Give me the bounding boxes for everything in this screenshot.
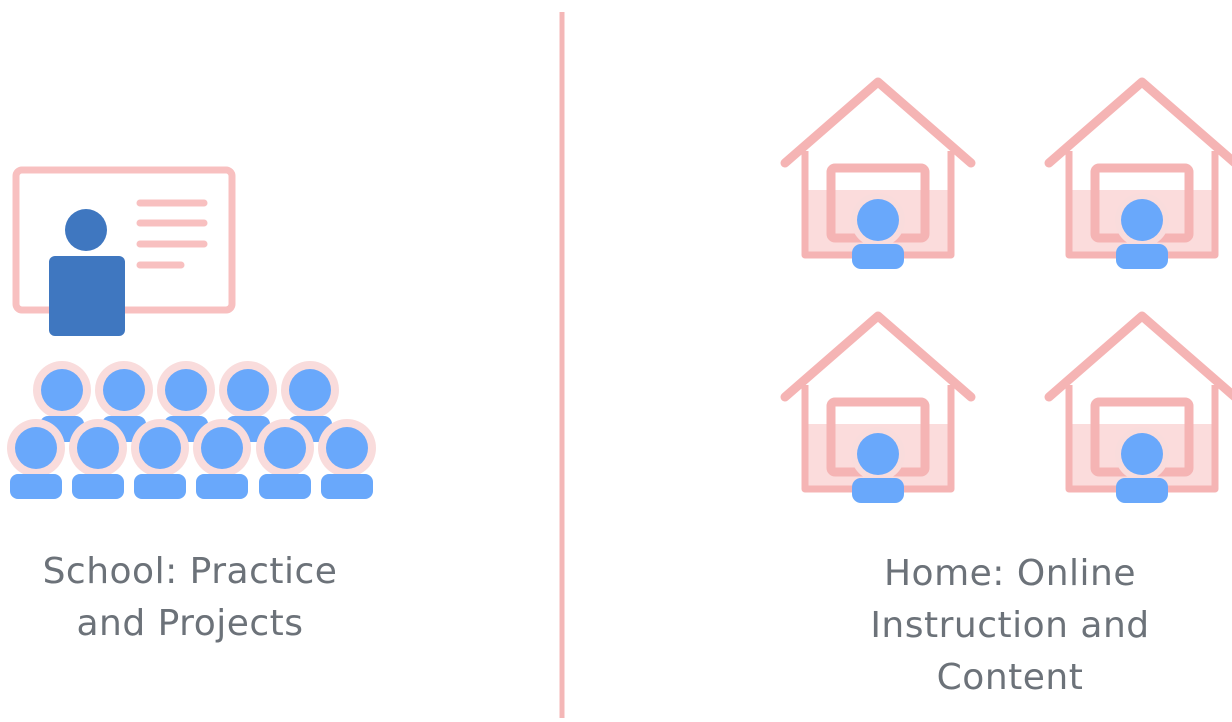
house-icon bbox=[780, 311, 976, 503]
house-icon bbox=[1044, 77, 1232, 269]
home-caption-line-1: Home: Online bbox=[883, 553, 1136, 594]
student-icon bbox=[7, 419, 65, 499]
student-icon bbox=[69, 419, 127, 499]
student-icon bbox=[318, 419, 376, 499]
school-caption-line-2: and Projects bbox=[76, 603, 304, 644]
student-icon bbox=[256, 419, 314, 499]
student-icon bbox=[193, 419, 251, 499]
school-caption-line-1: School: Practice bbox=[42, 551, 338, 592]
board-text-lines bbox=[136, 199, 208, 269]
home-learning-icon bbox=[780, 77, 1232, 503]
home-caption-line-2: Instruction and bbox=[870, 605, 1150, 646]
students-front-row bbox=[7, 419, 376, 499]
student-icon bbox=[219, 361, 277, 442]
student-icon bbox=[131, 419, 189, 499]
teacher-icon bbox=[49, 209, 125, 336]
home-caption: Home: Online Instruction and Content bbox=[830, 548, 1190, 704]
house-icon bbox=[1044, 311, 1232, 503]
school-caption: School: Practice and Projects bbox=[12, 546, 368, 650]
classroom-icon bbox=[7, 166, 376, 499]
home-caption-line-3: Content bbox=[936, 657, 1084, 698]
house-icon bbox=[780, 77, 976, 269]
